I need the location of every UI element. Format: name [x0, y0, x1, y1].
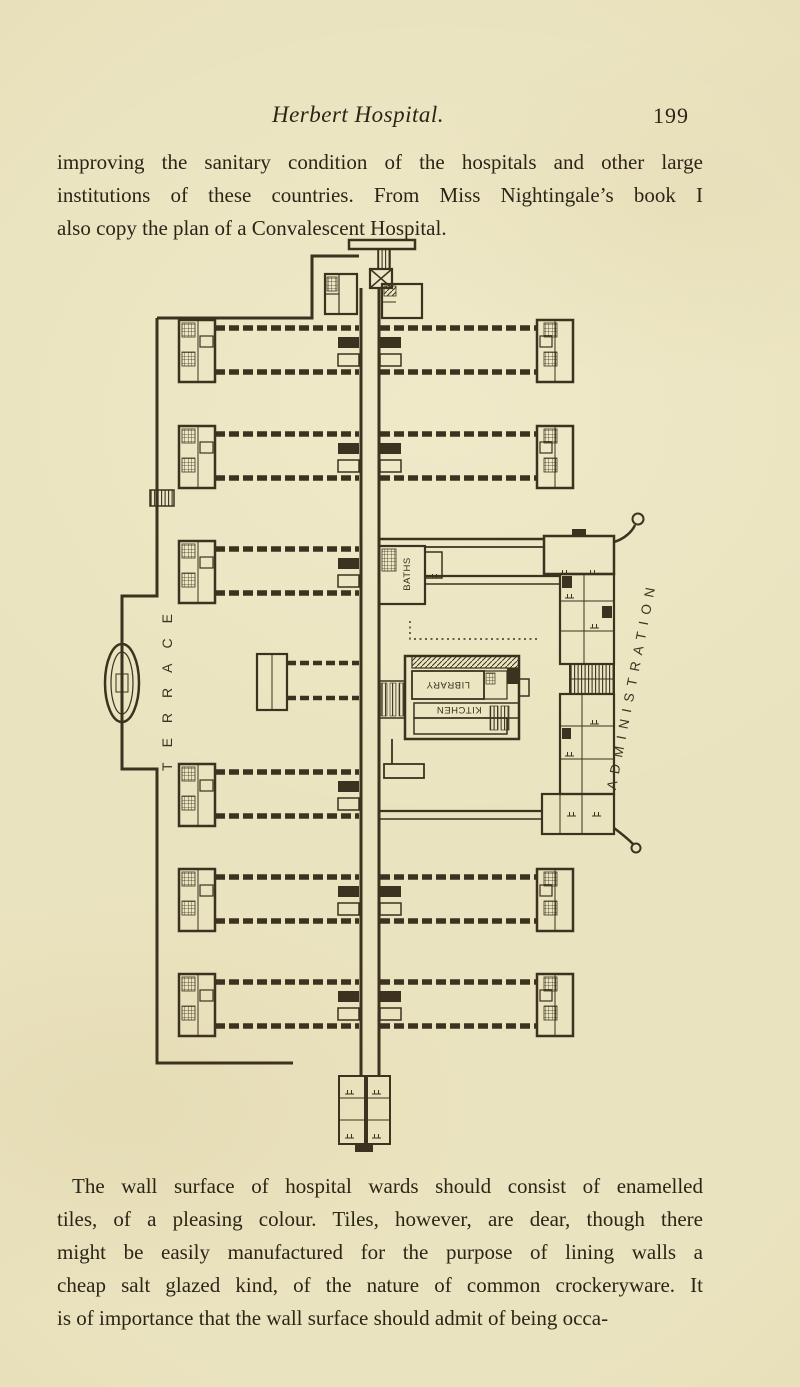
- paragraph-top: improving the sanitary condition of the …: [57, 146, 703, 245]
- paragraph-bottom: The wall surface of hospital wards shoul…: [57, 1170, 703, 1335]
- terrace-boundary-wall: [103, 318, 293, 1065]
- label-terrace: TERRACE: [159, 599, 175, 771]
- text-line: tiles, of a pleasing colour. Tiles, howe…: [57, 1207, 703, 1231]
- entrance-path-top: [613, 524, 637, 544]
- label-kitchen: KITCHEN: [436, 704, 481, 715]
- left-ward-pavilions: [179, 320, 359, 1036]
- text-line: is of importance that the wall surface s…: [57, 1306, 609, 1330]
- entrance-path-bottom: [613, 827, 634, 845]
- administration-connectors: [379, 537, 560, 820]
- dashed-boundary: [409, 621, 540, 640]
- chimney-shaft: [377, 248, 391, 270]
- text-line: might be easily manufactured for the pur…: [57, 1240, 703, 1264]
- entrance-and-chimney-block: [157, 238, 424, 320]
- terrace-gate-steps: [149, 489, 175, 507]
- text-line: cheap salt glazed kind, of the nature of…: [57, 1273, 703, 1297]
- bottom-extension-block: [338, 1075, 391, 1152]
- administration-block: [540, 512, 645, 854]
- central-corridor: [359, 288, 381, 1076]
- text-line: also copy the plan of a Convalescent Hos…: [57, 216, 447, 240]
- page-title: Herbert Hospital.: [271, 102, 445, 127]
- text-line: institutions of these countries. From Mi…: [57, 183, 703, 207]
- page-number: 199: [653, 103, 689, 128]
- floor-plan-figure: TERRACE: [62, 236, 728, 1178]
- label-baths: BATHS: [402, 557, 413, 590]
- page-header: Herbert Hospital. 199: [57, 102, 703, 128]
- text-line: The wall surface of hospital wards shoul…: [72, 1174, 703, 1198]
- right-ward-pavilions: [380, 320, 573, 1036]
- central-short-ward: [255, 652, 359, 712]
- library-kitchen-block: LIBRARY KITCHEN: [378, 621, 540, 779]
- text-line: improving the sanitary condition of the …: [57, 150, 703, 174]
- hospital-floor-plan: TERRACE: [103, 238, 659, 1152]
- bay-window: [103, 642, 141, 724]
- label-library: LIBRARY: [426, 679, 470, 690]
